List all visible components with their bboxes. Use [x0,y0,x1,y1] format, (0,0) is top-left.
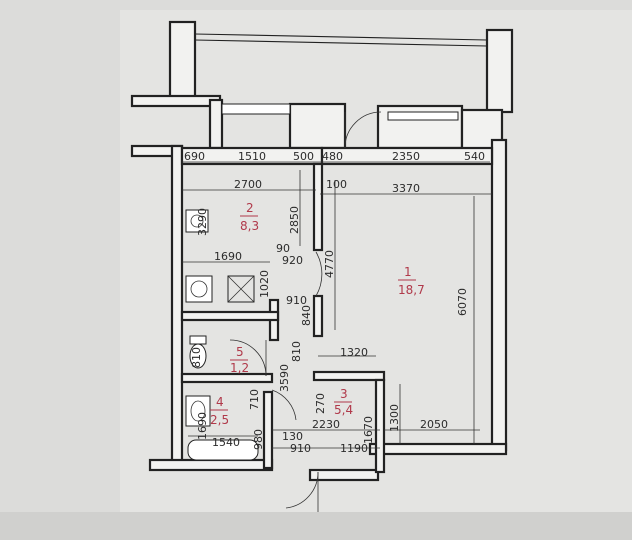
dim-label: 540 [464,150,485,163]
dim-label: 910 [290,442,311,455]
dim-label: 810 [290,341,303,362]
room-labels: 1 18,7 2 8,3 3 5,4 4 2,5 5 1,2 [210,201,425,427]
dim-label: 980 [252,429,265,450]
room-area: 5,4 [334,403,353,417]
dim-label: 690 [184,150,205,163]
dim-label: 840 [300,305,313,326]
dim-label: 2850 [288,206,301,234]
dim-label: 2700 [234,178,262,191]
dim-label: 2050 [420,418,448,431]
dim-label: 1670 [362,416,375,444]
dim-label: 1690 [214,250,242,263]
dim-label: 1510 [238,150,266,163]
dim-label: 1300 [388,404,401,432]
dim-label: 500 [293,150,314,163]
room-area: 8,3 [240,219,259,233]
dim-label: 1190 [340,442,368,455]
door-swings [229,111,382,512]
room-number: 4 [216,395,224,409]
dim-label: 810 [190,347,203,368]
dim-label: 710 [248,389,261,410]
dim-label: 1320 [340,346,368,359]
dim-label: 6070 [456,288,469,316]
room-number: 2 [246,201,254,215]
dim-label: 910 [286,294,307,307]
room-number: 1 [404,265,412,279]
room-area: 1,2 [230,361,249,375]
dimension-labels: 690 1510 500 480 2350 540 2700 100 3370 … [184,150,485,455]
dim-label: 100 [326,178,347,191]
dim-label: 1020 [258,270,271,298]
dim-label: 3370 [392,182,420,195]
room-number: 3 [340,387,348,401]
dim-label: 2350 [392,150,420,163]
dim-label: 3590 [278,364,291,392]
dim-label: 130 [282,430,303,443]
room-area: 18,7 [398,283,425,297]
dim-label: 3290 [196,208,209,236]
outer-walls [130,94,508,482]
stove-burners-icon [227,275,255,303]
dim-label: 480 [322,150,343,163]
dimension-lines [182,161,492,449]
kitchen-sink-icon [185,209,209,233]
room-number: 5 [236,345,244,359]
fixtures [185,209,259,461]
dim-label: 1690 [196,412,209,440]
dim-label: 2230 [312,418,340,431]
dim-label: 4770 [323,250,336,278]
interior-walls [180,146,494,474]
room-area: 2,5 [210,413,229,427]
paper-bottom-strip [0,512,632,540]
dim-label: 270 [314,393,327,414]
dim-label: 1540 [212,436,240,449]
windows [221,103,459,121]
bathtub-icon [187,439,259,461]
dim-label: 90 [276,242,290,255]
dim-label: 920 [282,254,303,267]
stove-icon [185,275,213,303]
